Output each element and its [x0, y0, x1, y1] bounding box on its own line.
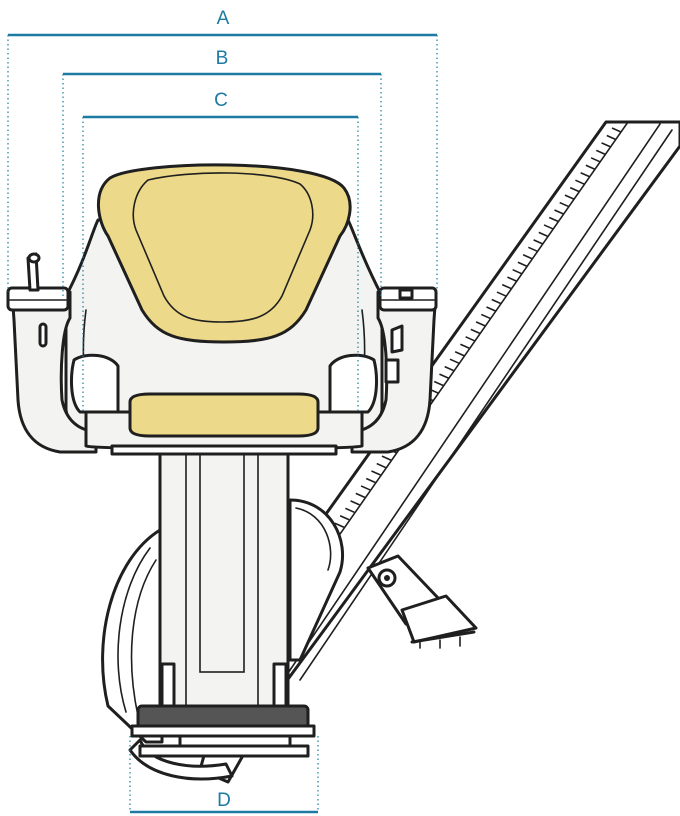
- rack-tooth: [501, 283, 512, 290]
- rack-tooth: [491, 298, 502, 305]
- backrest: [96, 163, 352, 344]
- rack-tooth: [345, 507, 355, 514]
- rack-tooth: [486, 306, 496, 312]
- rail-bracket: [366, 554, 478, 649]
- seat-cushion: [128, 392, 320, 438]
- rack-tooth: [522, 254, 533, 260]
- rack-tooth: [444, 365, 455, 372]
- armrest-control-button: [398, 288, 414, 300]
- rack-tooth: [569, 186, 580, 193]
- rack-tooth: [480, 313, 491, 320]
- rack-tooth: [585, 164, 596, 171]
- rack-tooth: [559, 201, 570, 208]
- rack-tooth: [449, 358, 460, 364]
- rack-tooth: [439, 373, 449, 379]
- right-arm-cutout: [328, 353, 378, 414]
- footrest: [130, 704, 316, 758]
- footrest-base: [138, 744, 310, 758]
- rack-tooth: [575, 179, 585, 185]
- rack-tooth: [376, 462, 387, 469]
- seat-underframe: [110, 444, 338, 456]
- rack-tooth: [496, 291, 507, 297]
- column-body: [158, 450, 290, 710]
- rack-tooth: [564, 194, 575, 200]
- dimension-b-label: B: [215, 48, 229, 69]
- rack-tooth: [601, 142, 611, 148]
- rack-tooth: [606, 134, 617, 141]
- rack-tooth: [580, 172, 590, 178]
- rack-tooth: [339, 515, 350, 521]
- rack-tooth: [543, 224, 554, 230]
- left-armrest: [10, 290, 98, 454]
- rack-tooth: [454, 350, 465, 357]
- rack-tooth: [355, 492, 366, 499]
- rack-tooth: [350, 500, 360, 506]
- seat-column: [158, 450, 290, 710]
- rack-tooth: [371, 470, 381, 476]
- rack-tooth: [538, 231, 549, 238]
- rack-tooth: [475, 321, 486, 327]
- seat-lever-icon: [384, 324, 404, 384]
- carriage: [101, 498, 345, 781]
- rack-tooth: [465, 336, 475, 342]
- dimension-d-label: D: [217, 790, 231, 811]
- rack-tooth: [595, 149, 606, 156]
- rail-edge-inner: [299, 129, 673, 681]
- dimension-lines: [7, 33, 438, 814]
- rack-tooth: [533, 239, 543, 245]
- rack-tooth: [381, 455, 392, 461]
- rack-tooth: [554, 209, 564, 215]
- seat: [84, 392, 364, 456]
- rack-tooth: [590, 157, 601, 163]
- backrest-stitching: [132, 172, 314, 323]
- rack-tooth: [334, 522, 345, 528]
- rack-tooth: [517, 261, 528, 267]
- joystick-icon: [26, 252, 41, 292]
- carriage-bottom-skirt: [128, 738, 234, 781]
- rack-tooth: [433, 380, 444, 387]
- rack-tooth: [470, 328, 481, 335]
- rack-tooth: [365, 477, 376, 484]
- rail-edge: [285, 123, 661, 677]
- rack-tooth: [611, 127, 622, 133]
- rack-tooth: [528, 246, 538, 253]
- rack-tooth: [507, 276, 517, 282]
- dimension-a-label: A: [216, 8, 230, 29]
- rack-tooth: [548, 216, 559, 223]
- backrest-cushion: [96, 163, 352, 344]
- dimension-c-label: C: [214, 90, 228, 111]
- rack-tooth: [512, 268, 522, 275]
- left-armrest-slot: [38, 322, 48, 348]
- rack-tooth: [360, 485, 371, 491]
- left-arm-cutout: [70, 353, 120, 414]
- rack-tooth: [460, 343, 470, 349]
